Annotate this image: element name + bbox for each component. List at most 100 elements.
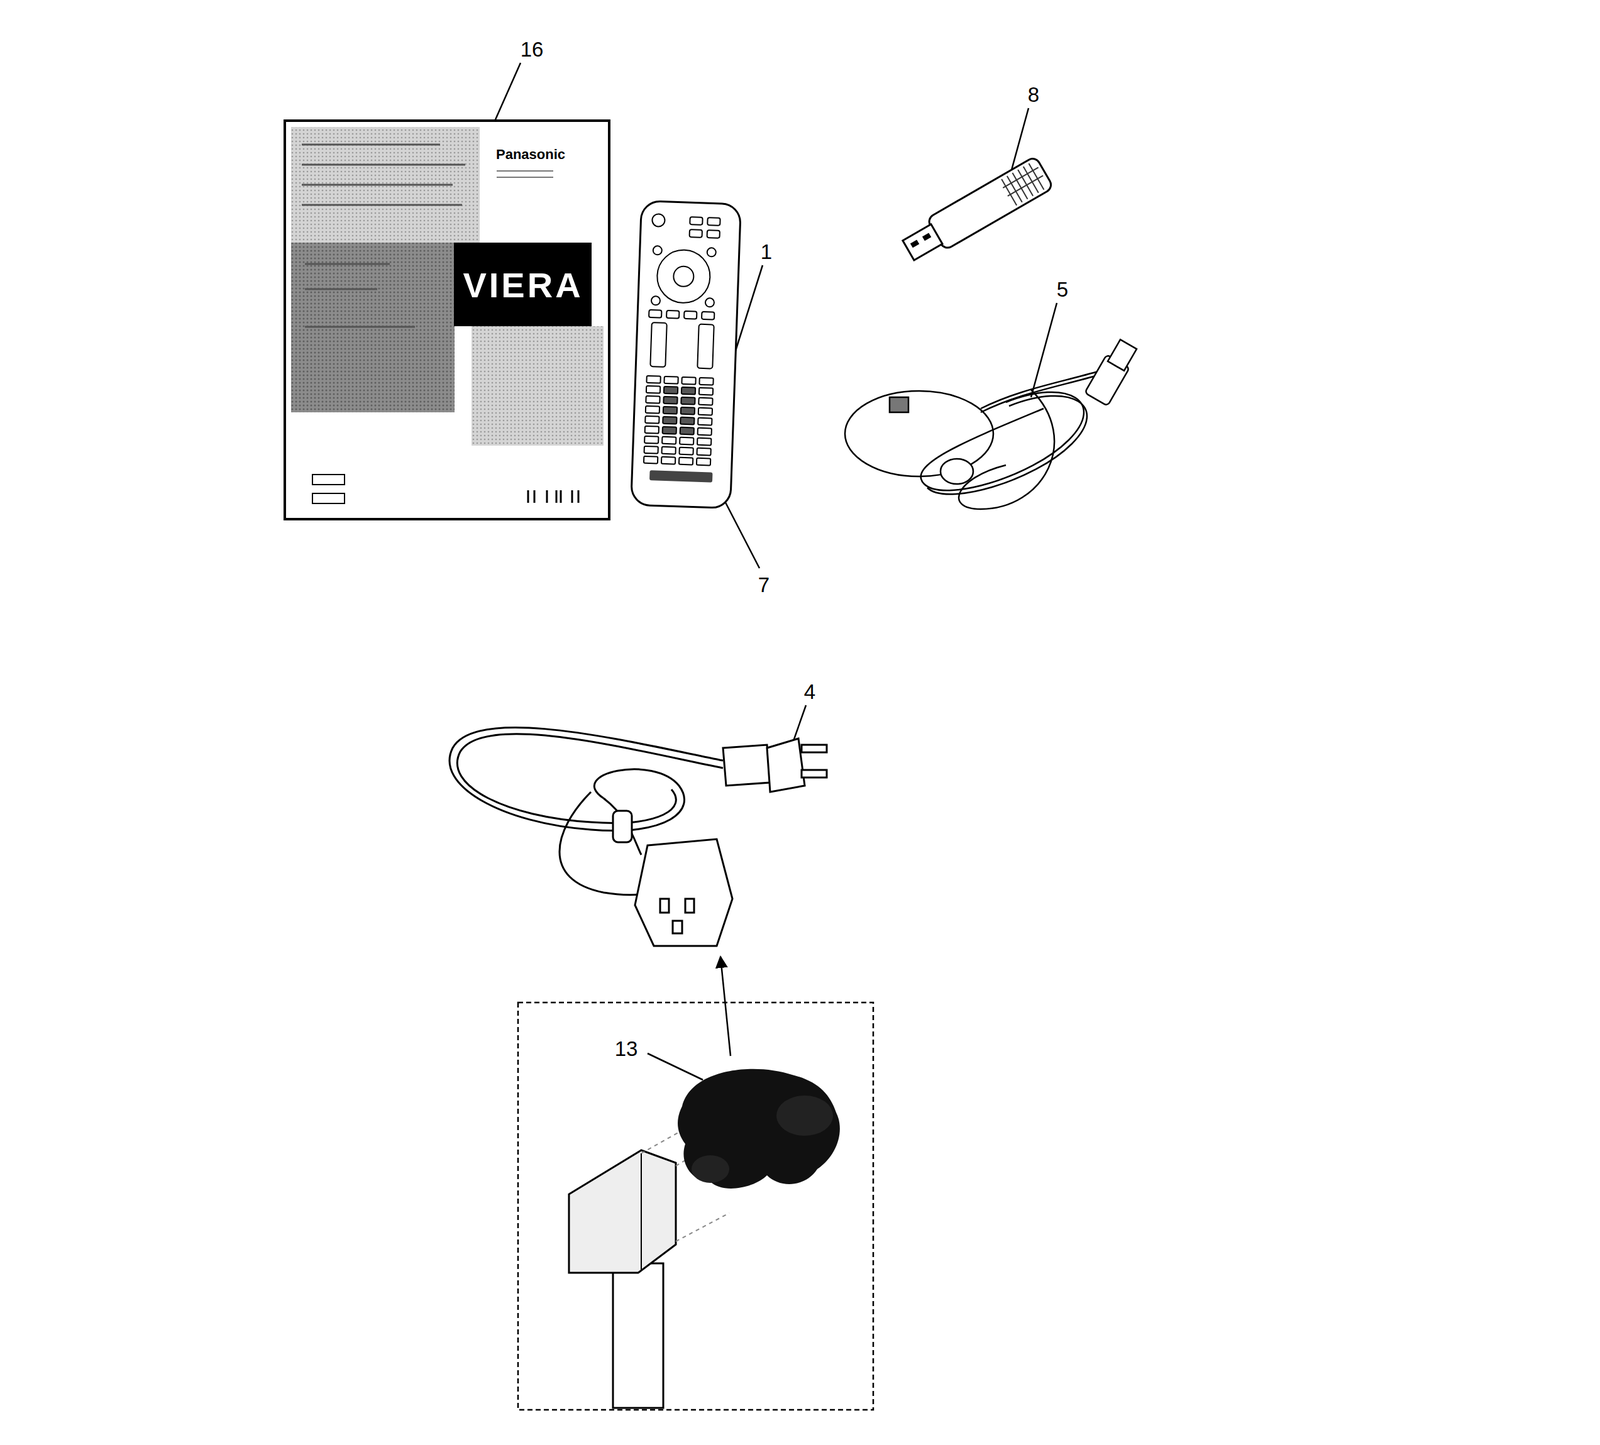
remote-control	[699, 387, 713, 396]
remote-control	[679, 437, 694, 446]
operating-manual	[527, 490, 530, 503]
receiver-cable	[940, 458, 974, 485]
remote-control	[681, 387, 696, 395]
usb-adapter	[910, 239, 920, 248]
remote-control	[666, 310, 679, 319]
remote-control	[662, 446, 676, 455]
receiver-cable	[921, 392, 1084, 491]
remote-control	[697, 418, 712, 426]
assembly-arrow	[720, 956, 731, 1057]
remote-control	[678, 457, 693, 466]
power-cord	[612, 811, 632, 843]
remote-control	[650, 322, 667, 368]
plug-detail	[568, 1150, 676, 1274]
power-cord	[672, 921, 683, 934]
remote-control	[663, 376, 678, 385]
remote-control	[651, 213, 666, 227]
operating-manual	[528, 490, 579, 503]
operating-manual	[304, 326, 415, 329]
callout-number: 5	[1056, 279, 1069, 300]
usb-adapter	[902, 224, 943, 261]
operating-manual	[312, 474, 345, 485]
remote-control	[653, 245, 663, 255]
callout-number: 13	[614, 1038, 639, 1060]
remote-control	[648, 309, 662, 319]
operating-manual	[560, 490, 563, 503]
operating-manual	[291, 242, 455, 413]
plug-detail	[640, 1153, 642, 1272]
remote-control	[644, 446, 659, 454]
operating-manual	[301, 204, 463, 207]
operating-manual	[312, 493, 345, 504]
remote-control	[651, 296, 661, 305]
operating-manual	[471, 326, 604, 446]
usb-adapter	[899, 155, 1054, 266]
operating-manual	[546, 490, 549, 503]
operating-manual	[284, 120, 610, 520]
receiver-cable	[844, 339, 1137, 510]
remote-control	[646, 215, 720, 370]
power-cord	[634, 839, 733, 947]
remote-control	[684, 311, 697, 320]
operating-manual	[304, 288, 378, 291]
plug-detail	[675, 1213, 730, 1242]
power-cord	[660, 899, 669, 913]
plug-detail	[612, 1263, 664, 1409]
usb-adapter	[1002, 167, 1038, 188]
callout-number: 4	[804, 681, 816, 703]
plug-detail	[691, 1155, 730, 1184]
operating-manual	[291, 126, 480, 243]
callout-number: 7	[758, 574, 770, 596]
usb-adapter	[998, 160, 1050, 207]
remote-control	[678, 447, 693, 456]
remote-control	[707, 230, 720, 239]
callout-number: 1	[760, 241, 773, 263]
power-cord	[449, 727, 723, 831]
operating-manual	[284, 120, 610, 520]
usb-adapter	[1007, 175, 1043, 197]
remote-control	[680, 417, 695, 425]
power-cord	[457, 734, 723, 824]
operating-manual	[533, 490, 536, 503]
operating-manual	[577, 490, 580, 503]
power-cord	[801, 770, 827, 778]
remote-control	[645, 396, 660, 404]
operating-manual	[301, 144, 466, 327]
remote-control	[680, 427, 695, 436]
detail-frame	[518, 1002, 874, 1411]
remote-control	[697, 324, 714, 370]
operating-manual	[301, 143, 441, 146]
power-cord	[722, 744, 771, 786]
remote-control	[698, 408, 713, 416]
remote-control	[706, 247, 716, 257]
remote-control	[689, 229, 703, 238]
remote-control	[663, 406, 678, 415]
remote-control	[681, 377, 696, 385]
operating-manual	[496, 170, 554, 172]
plug-detail	[677, 1069, 840, 1189]
remote-control	[631, 200, 742, 508]
power-cord	[801, 744, 827, 753]
leader-line	[647, 1053, 703, 1081]
remote-control	[644, 436, 659, 444]
receiver-cable	[958, 389, 1055, 510]
remote-control	[689, 216, 703, 226]
remote-control	[663, 386, 678, 395]
remote-control	[631, 200, 742, 508]
receiver-cable	[1107, 339, 1137, 371]
remote-control	[663, 396, 678, 405]
remote-control	[705, 297, 715, 307]
power-cord	[685, 899, 695, 913]
remote-control	[649, 470, 713, 483]
remote-control	[697, 428, 712, 436]
remote-control	[662, 426, 677, 435]
power-cord	[449, 727, 827, 947]
receiver-cable	[889, 397, 909, 413]
plug-detail	[568, 1069, 840, 1409]
operating-manual	[301, 164, 466, 166]
remote-control	[696, 448, 711, 456]
brand-logo: VIERA	[462, 267, 583, 304]
operating-manual	[496, 176, 554, 178]
remote-control	[646, 386, 661, 394]
remote-control	[645, 426, 659, 434]
